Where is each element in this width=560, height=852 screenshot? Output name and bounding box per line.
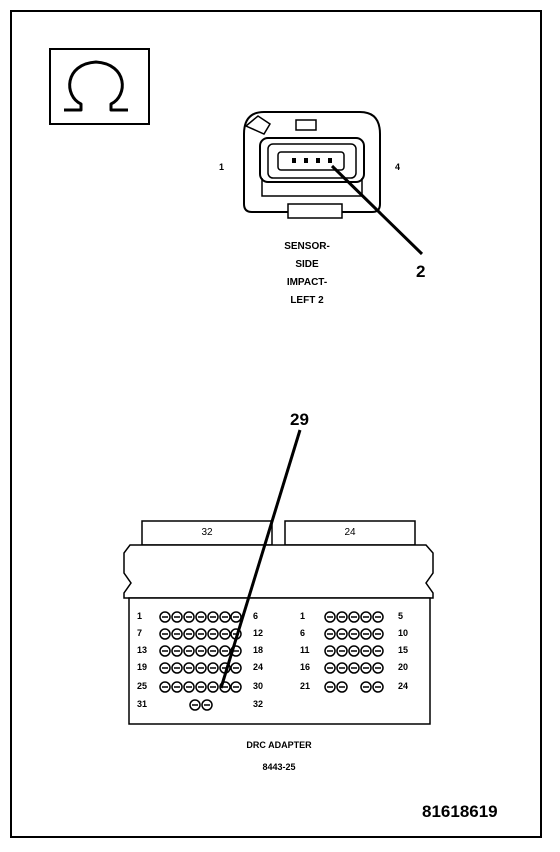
left-row-start-number: 31 bbox=[137, 699, 148, 709]
omega-icon bbox=[49, 48, 150, 125]
figure-id: 81618619 bbox=[422, 802, 498, 821]
right-row-start-number: 6 bbox=[300, 628, 306, 638]
sensor-connector bbox=[243, 111, 381, 219]
right-row-start-number: 21 bbox=[300, 681, 311, 691]
sensor-callout-number: 2 bbox=[416, 262, 426, 281]
right-cavity-block bbox=[324, 611, 384, 693]
left-row-end-number: 32 bbox=[253, 699, 264, 709]
sensor-name-line: SENSOR- bbox=[284, 241, 330, 252]
adapter-name: DRC ADAPTER bbox=[246, 740, 312, 750]
left-row-end-number: 30 bbox=[253, 681, 264, 691]
right-row-end-number: 24 bbox=[398, 681, 409, 691]
sensor-name: SENSOR- SIDE IMPACT- LEFT 2 bbox=[262, 238, 352, 310]
right-row-start-number: 1 bbox=[300, 611, 306, 621]
left-cavity-block bbox=[159, 611, 242, 711]
right-row-end-number: 10 bbox=[398, 628, 409, 638]
left-row-start-number: 25 bbox=[137, 681, 148, 691]
right-row-end-number: 5 bbox=[398, 611, 404, 621]
right-row-start-number: 11 bbox=[300, 645, 310, 655]
right-row-end-number: 15 bbox=[398, 645, 409, 655]
left-row-start-number: 7 bbox=[137, 628, 143, 638]
adapter-callout-number: 29 bbox=[290, 410, 309, 429]
left-row-end-number: 18 bbox=[253, 645, 264, 655]
left-row-start-number: 1 bbox=[137, 611, 143, 621]
sensor-pin-1-label: 1 bbox=[219, 162, 225, 172]
left-row-end-number: 12 bbox=[253, 628, 264, 638]
adapter-part-number: 8443-25 bbox=[262, 762, 296, 772]
left-row-end-number: 6 bbox=[253, 611, 259, 621]
left-row-start-number: 19 bbox=[137, 662, 148, 672]
left-row-end-number: 24 bbox=[253, 662, 264, 672]
adapter-tab-left-label: 32 bbox=[201, 527, 213, 538]
diagram-frame bbox=[10, 10, 542, 838]
sensor-callout-leader bbox=[330, 164, 424, 256]
right-row-start-number: 16 bbox=[300, 662, 311, 672]
sensor-name-line: SIDE bbox=[295, 259, 319, 270]
adapter-callout-leader bbox=[219, 429, 302, 689]
sensor-name-line: LEFT 2 bbox=[290, 295, 324, 306]
drc-adapter-connector bbox=[123, 520, 434, 725]
adapter-tab-right-label: 24 bbox=[344, 527, 356, 538]
sensor-pin-4-label: 4 bbox=[395, 162, 401, 172]
right-row-end-number: 20 bbox=[398, 662, 409, 672]
sensor-name-line: IMPACT- bbox=[286, 277, 328, 288]
left-row-start-number: 13 bbox=[137, 645, 148, 655]
